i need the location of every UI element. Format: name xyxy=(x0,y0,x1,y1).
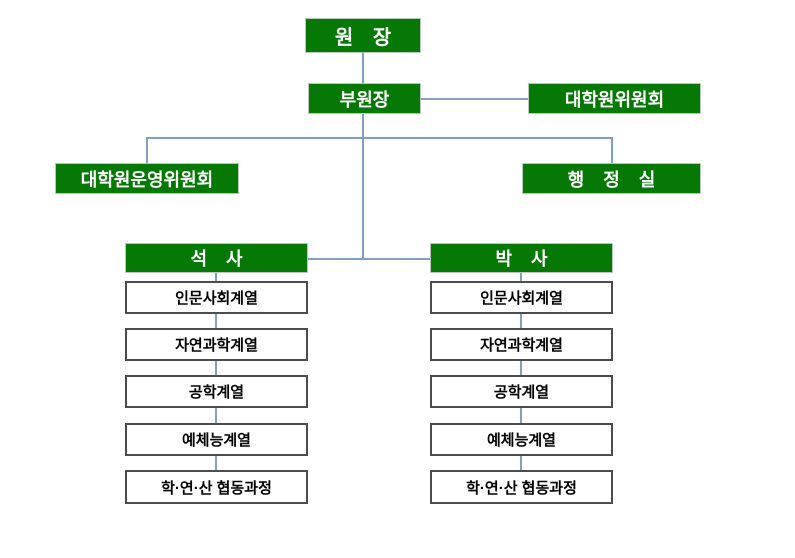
doctorate-program-item[interactable]: 공학계열 xyxy=(430,375,613,408)
node-doctorate[interactable]: 박 사 xyxy=(430,243,613,273)
masters-program-item[interactable]: 공학계열 xyxy=(125,375,308,408)
connector-director-to-vice xyxy=(362,52,364,84)
connector-vice-trunk xyxy=(362,114,364,259)
node-director[interactable]: 원 장 xyxy=(305,18,421,53)
connector-degree-horizontal xyxy=(216,258,613,260)
node-vice-director[interactable]: 부원장 xyxy=(308,83,421,114)
doctorate-program-item[interactable]: 인문사회계열 xyxy=(430,281,613,314)
doctorate-program-item[interactable]: 예체능계열 xyxy=(430,423,613,456)
doctorate-program-item[interactable]: 자연과학계열 xyxy=(430,328,613,361)
masters-program-item[interactable]: 인문사회계열 xyxy=(125,281,308,314)
connector-bus-horizontal xyxy=(146,137,613,139)
connector-masters-spine xyxy=(215,272,217,472)
connector-bus-to-operating-committee xyxy=(146,137,148,164)
connector-doctorate-spine xyxy=(520,272,522,472)
node-graduate-committee[interactable]: 대학원위원회 xyxy=(528,83,701,114)
masters-program-item[interactable]: 예체능계열 xyxy=(125,423,308,456)
connector-vice-to-graduate-committee xyxy=(420,98,528,100)
node-masters[interactable]: 석 사 xyxy=(125,243,308,273)
masters-program-item[interactable]: 학·연·산 협동과정 xyxy=(125,470,308,504)
connector-bus-to-admin-office xyxy=(611,137,613,164)
node-operating-committee[interactable]: 대학원운영위원회 xyxy=(55,163,239,194)
masters-program-item[interactable]: 자연과학계열 xyxy=(125,328,308,361)
node-admin-office[interactable]: 행 정 실 xyxy=(522,163,701,194)
doctorate-program-item[interactable]: 학·연·산 협동과정 xyxy=(430,470,613,504)
